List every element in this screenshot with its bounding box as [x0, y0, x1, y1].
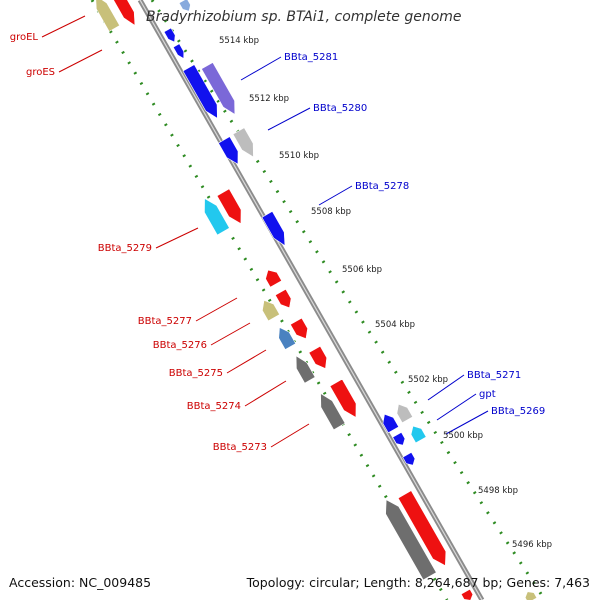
tick-label: 5514 kbp — [219, 36, 259, 46]
gene-arrow — [172, 43, 185, 60]
tick-label: 5502 kbp — [408, 375, 448, 385]
gene-arrows — [95, 0, 538, 600]
map-labels: 5514 kbp 5512 kbp 5510 kbp 5508 kbp 5506 kbp… — [10, 32, 552, 550]
gene-arrow — [274, 288, 292, 309]
label-leader-lines — [41, 15, 489, 448]
gene-arrow — [109, 0, 136, 26]
gene-arrow — [232, 127, 254, 158]
gene-label-forward: BBta_5280 — [313, 103, 367, 114]
leader-line — [58, 49, 103, 73]
gene-arrow — [320, 392, 346, 431]
gene-arrow — [382, 413, 400, 434]
topology-text: Topology: circular; Length: 8,264,687 bp… — [246, 575, 590, 590]
tick-label: 5504 kbp — [375, 320, 415, 330]
gene-label-reverse: BBta_5276 — [153, 340, 207, 351]
leader-line — [445, 410, 489, 435]
gene-arrow — [178, 0, 191, 12]
backbone-highlight — [139, 0, 483, 600]
leader-line — [427, 374, 465, 401]
gene-arrow — [410, 425, 427, 444]
gene-arrow — [397, 490, 447, 567]
gene-arrow — [295, 355, 316, 384]
gene-arrow — [385, 499, 437, 581]
gene-arrow — [95, 0, 121, 32]
gene-arrow — [204, 197, 230, 236]
leader-line — [155, 227, 199, 249]
gene-label-reverse: BBta_5273 — [213, 442, 267, 453]
gene-arrow — [402, 451, 416, 466]
gene-arrow — [218, 136, 239, 165]
gene-arrow — [308, 345, 328, 369]
gene-arrow — [278, 326, 297, 350]
gene-label-forward: BBta_5269 — [491, 406, 545, 417]
tick-guide-line — [90, 0, 449, 600]
leader-line — [267, 107, 311, 131]
gene-label-reverse: groEL — [10, 32, 39, 43]
gene-arrow — [392, 431, 406, 446]
leader-line — [41, 15, 86, 38]
gene-arrow — [216, 188, 242, 225]
gene-arrow — [524, 591, 538, 600]
gene-label-reverse: groES — [26, 67, 55, 78]
gene-label-reverse: BBta_5277 — [138, 316, 192, 327]
gene-label-forward: BBta_5271 — [467, 370, 521, 381]
gene-label-forward: BBta_5278 — [355, 181, 409, 192]
tick-guide-line — [150, 0, 547, 600]
genome-backbone — [137, 0, 485, 600]
gene-arrow — [182, 64, 218, 119]
tick-label: 5496 kbp — [512, 540, 552, 550]
tick-dotted-guides — [90, 0, 547, 600]
gene-arrow — [261, 210, 286, 247]
genome-title: Bradyrhizobium sp. BTAi1, complete genom… — [146, 9, 462, 25]
gene-arrow — [262, 299, 281, 322]
gene-label-reverse: BBta_5274 — [187, 401, 241, 412]
leader-line — [436, 393, 477, 421]
tick-label: 5508 kbp — [311, 207, 351, 217]
accession-text: Accession: NC_009485 — [9, 575, 152, 590]
gene-arrow — [396, 403, 414, 424]
gene-arrow — [289, 317, 308, 340]
leader-line — [244, 380, 287, 407]
gene-arrow — [460, 588, 474, 600]
gene-label-reverse: BBta_5279 — [98, 243, 152, 254]
leader-line — [318, 185, 353, 206]
leader-line — [270, 423, 310, 448]
tick-label: 5510 kbp — [279, 151, 319, 161]
gene-label-reverse: BBta_5275 — [169, 368, 223, 379]
leader-line — [195, 297, 238, 322]
gene-arrow — [201, 62, 236, 115]
tick-label: 5512 kbp — [249, 94, 289, 104]
gene-label-forward: BBta_5281 — [284, 52, 338, 63]
gene-label-forward: gpt — [479, 389, 496, 400]
tick-label: 5500 kbp — [443, 431, 483, 441]
gene-arrow — [163, 27, 176, 43]
gene-arrow — [329, 378, 357, 418]
leader-line — [210, 322, 251, 346]
leader-line — [226, 349, 267, 374]
gene-arrow — [265, 269, 283, 288]
tick-label: 5506 kbp — [342, 265, 382, 275]
tick-label: 5498 kbp — [478, 486, 518, 496]
leader-line — [240, 56, 282, 81]
